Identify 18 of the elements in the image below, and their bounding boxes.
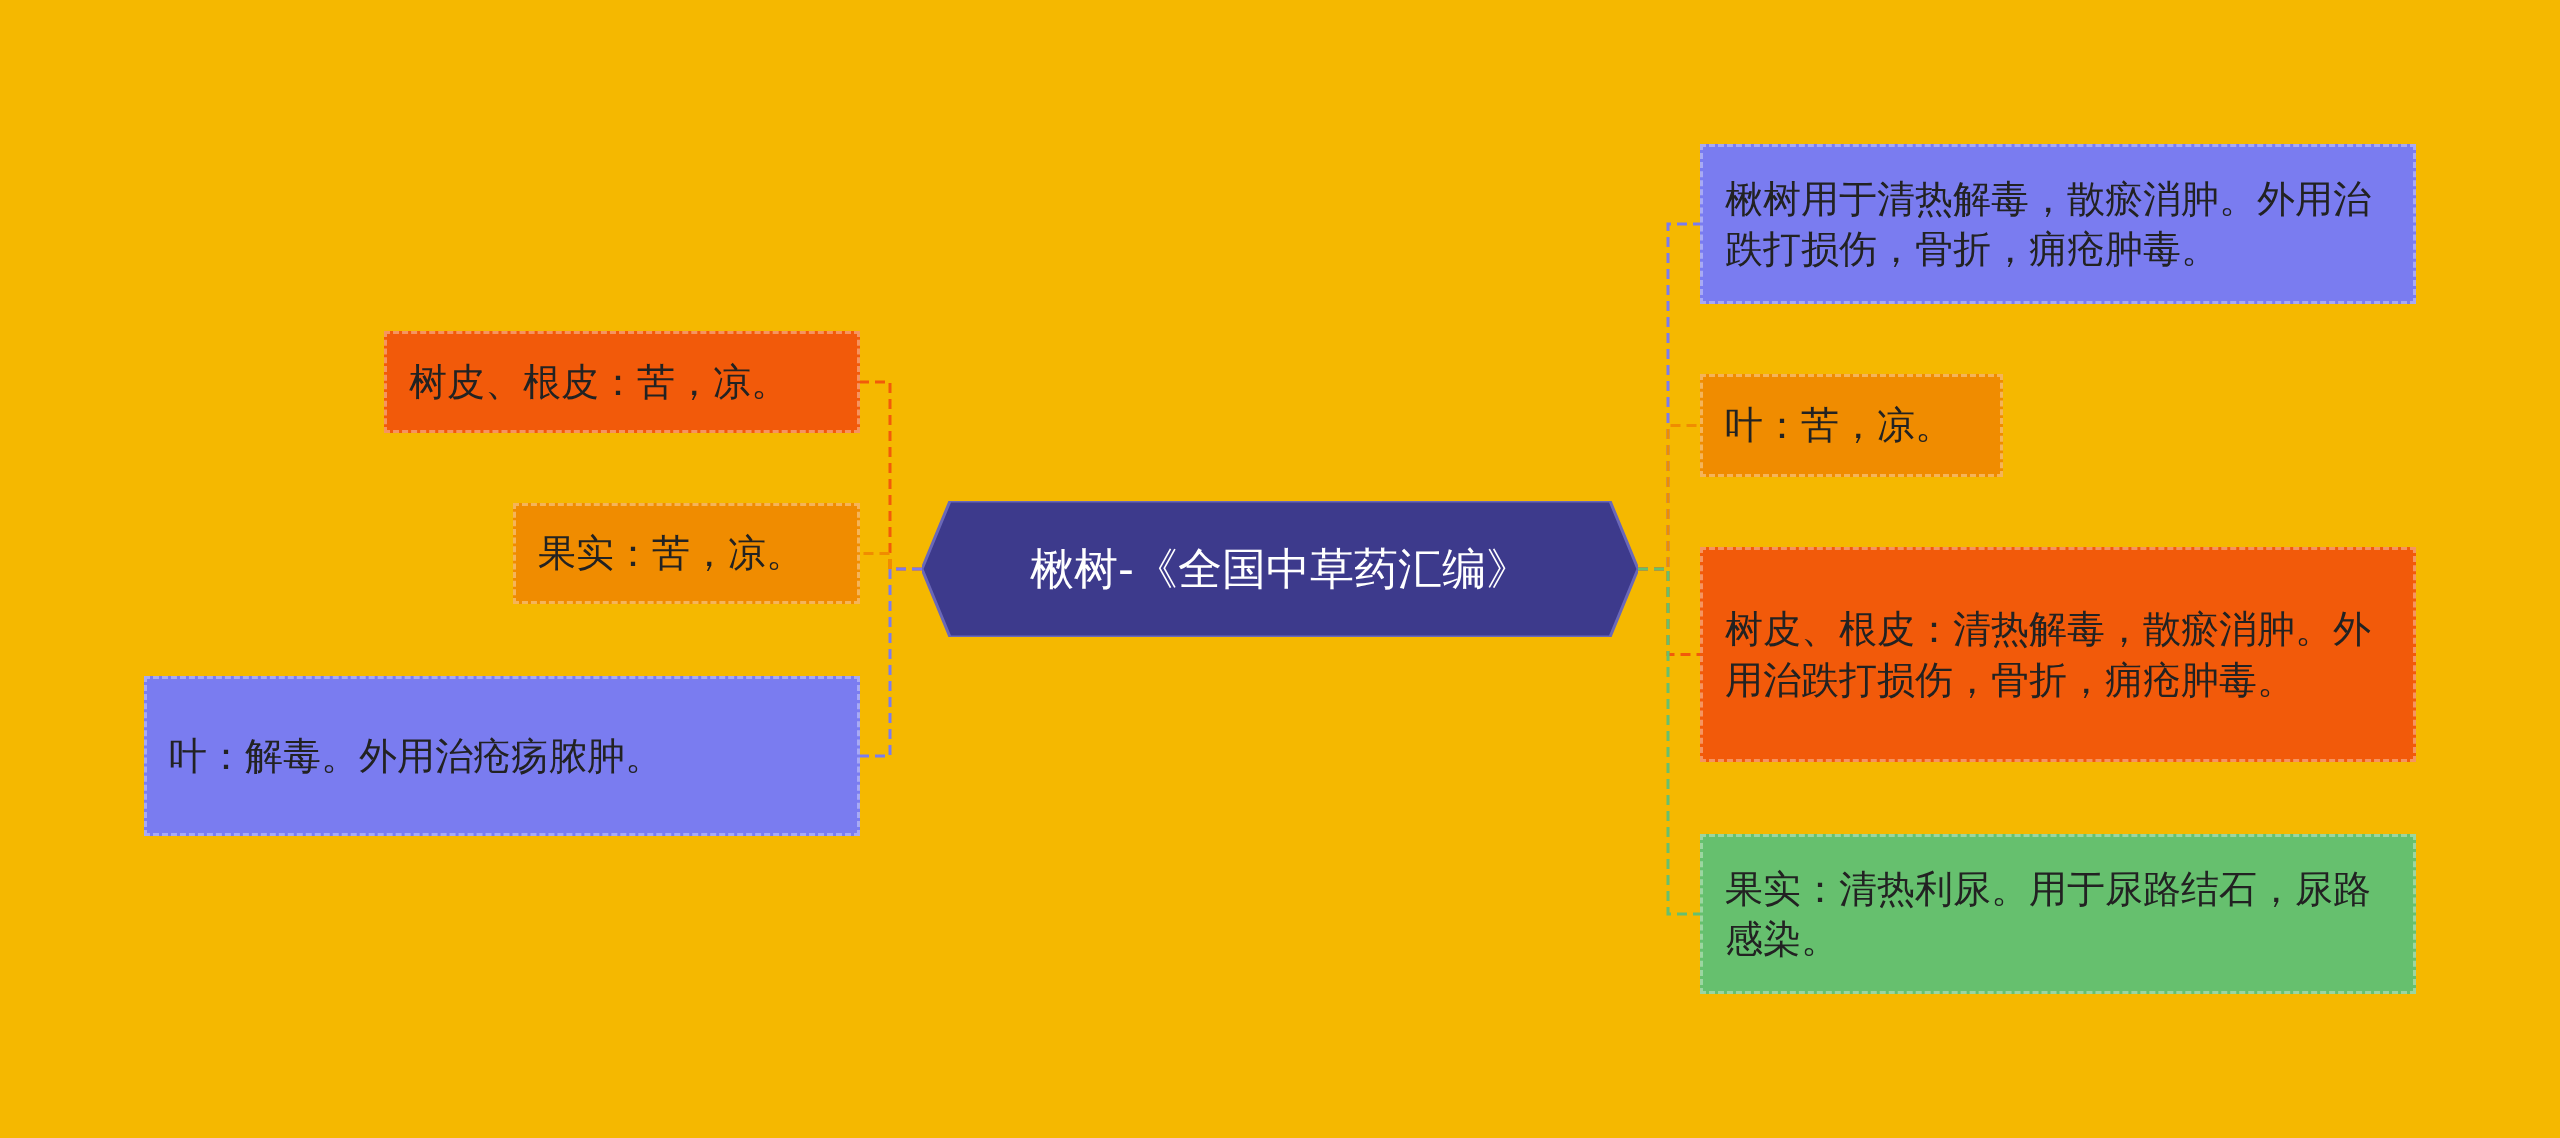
topic-text: 树皮、根皮：清热解毒，散瘀消肿。外用治跌打损伤，骨折，痈疮肿毒。 <box>1725 606 2372 704</box>
topic-text: 楸树-《全国中草药汇编》 <box>1030 541 1530 596</box>
topic-text: 果实：清热利尿。用于尿路结石，尿路感染。 <box>1725 865 2372 963</box>
central-topic-hexagon <box>922 501 1638 637</box>
topic-text: 叶：苦，凉。 <box>1725 402 1953 450</box>
topic-text: 叶：解毒。外用治疮疡脓肿。 <box>169 732 663 780</box>
topic-box <box>384 331 860 433</box>
topic-box <box>513 503 860 604</box>
topic-text: 果实：苦，凉。 <box>538 530 804 578</box>
topic-box <box>1700 374 2003 477</box>
topic-box <box>1700 547 2416 762</box>
topic-box <box>1700 144 2416 304</box>
topic-box <box>144 676 860 836</box>
connector-line <box>860 567 922 758</box>
connector-line <box>1638 567 1700 916</box>
topic-box <box>1700 834 2416 994</box>
topic-text: 楸树用于清热解毒，散瘀消肿。外用治跌打损伤，骨折，痈疮肿毒。 <box>1725 175 2372 273</box>
topic-text: 树皮、根皮：苦，凉。 <box>409 358 789 406</box>
